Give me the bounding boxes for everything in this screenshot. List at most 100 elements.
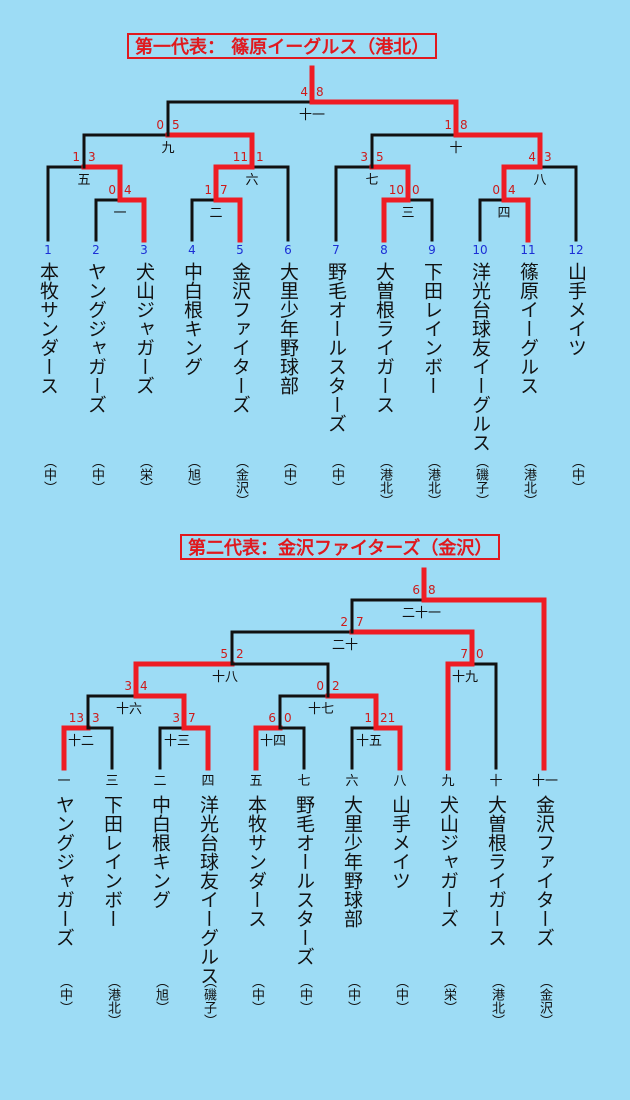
b2-score-right: 3 bbox=[92, 711, 100, 725]
b1-team-number: 8 bbox=[380, 243, 388, 257]
b2-team-slot: 八 bbox=[393, 774, 407, 789]
b2-team-location: （中） bbox=[249, 975, 264, 1014]
b2-score-left: 0 bbox=[316, 679, 324, 693]
b1-team-number: 10 bbox=[472, 243, 488, 257]
b2-team-name: 犬山ジャガーズ bbox=[437, 795, 459, 928]
b1-team-location: （港北） bbox=[521, 455, 536, 507]
b2-team-location: （中） bbox=[393, 975, 408, 1014]
b1-team-location: （金沢） bbox=[233, 455, 248, 507]
b1-team-name: 大曽根ライガース bbox=[373, 262, 395, 414]
b2-team-location: （港北） bbox=[489, 975, 504, 1027]
b1-team-number: 6 bbox=[284, 243, 292, 257]
b1-team-location: （中） bbox=[89, 455, 104, 494]
b1-match-label: 四 bbox=[497, 206, 511, 221]
b2-score-left: 2 bbox=[340, 615, 348, 629]
b2-team-name: 山手メイツ bbox=[389, 795, 411, 890]
b2-score-right: 4 bbox=[140, 679, 148, 693]
b2-score-right: 2 bbox=[332, 679, 340, 693]
b1-team-location: （中） bbox=[329, 455, 344, 494]
b1-score-right: 5 bbox=[172, 118, 180, 132]
b1-score-left: 0 bbox=[492, 183, 500, 197]
b1-team-number: 3 bbox=[140, 243, 148, 257]
b2-match-label: 十七 bbox=[307, 702, 334, 717]
b1-match-label: 三 bbox=[401, 206, 415, 221]
b1-score-right: 1 bbox=[256, 150, 264, 164]
b1-team-number: 4 bbox=[188, 243, 196, 257]
b1-score-left: 1 bbox=[72, 150, 80, 164]
b1-score-left: 3 bbox=[360, 150, 368, 164]
b1-team-number: 5 bbox=[236, 243, 244, 257]
b2-match-label: 十三 bbox=[163, 734, 190, 749]
bracket1-title: 第一代表： 篠原イーグルス（港北） bbox=[127, 33, 438, 59]
b2-score-right: 7 bbox=[356, 615, 364, 629]
bracket2-title: 第二代表：金沢ファイターズ（金沢） bbox=[180, 534, 501, 560]
b2-team-name: 中白根キング bbox=[149, 795, 171, 909]
b1-match-label: 五 bbox=[77, 173, 91, 188]
b1-team-name: 野毛オールスターズ bbox=[325, 262, 347, 433]
b1-team-name: 下田レインボー bbox=[421, 262, 443, 395]
b2-team-slot: 二 bbox=[153, 774, 167, 789]
b2-team-slot: 十一 bbox=[532, 774, 559, 789]
b2-match-label: 二十 bbox=[331, 638, 358, 653]
b2-team-location: （金沢） bbox=[537, 975, 552, 1027]
b2-team-location: （旭） bbox=[153, 975, 168, 1014]
b1-team-location: （中） bbox=[41, 455, 56, 494]
b2-score-right: 7 bbox=[188, 711, 196, 725]
b2-team-slot: 一 bbox=[57, 774, 71, 789]
b1-match-label: 十 bbox=[449, 141, 463, 156]
b2-team-name: 洋光台球友イーグルス bbox=[197, 795, 219, 985]
b1-match-label: 九 bbox=[161, 141, 175, 156]
b1-team-name: 金沢ファイターズ bbox=[229, 262, 251, 414]
b1-team-name: 洋光台球友イーグルス bbox=[469, 262, 491, 452]
b2-team-slot: 四 bbox=[201, 774, 215, 789]
b2-match-label: 二十一 bbox=[402, 606, 442, 621]
b1-score-left: 1 bbox=[204, 183, 212, 197]
b1-team-number: 7 bbox=[332, 243, 340, 257]
b1-score-right: 0 bbox=[412, 183, 420, 197]
b2-team-name: 本牧サンダース bbox=[245, 795, 267, 928]
b1-score-left: 0 bbox=[108, 183, 116, 197]
b1-team-name: 犬山ジャガーズ bbox=[133, 262, 155, 395]
b1-team-number: 2 bbox=[92, 243, 100, 257]
b1-score-right: 3 bbox=[544, 150, 552, 164]
b1-team-number: 12 bbox=[568, 243, 584, 257]
b2-match-label: 十四 bbox=[259, 734, 286, 749]
b1-team-location: （栄） bbox=[137, 455, 152, 494]
b1-score-right: 3 bbox=[88, 150, 96, 164]
b2-score-left: 1 bbox=[364, 711, 372, 725]
b2-score-right: 0 bbox=[284, 711, 292, 725]
b2-team-name: 大曽根ライガース bbox=[485, 795, 507, 947]
b2-team-slot: 六 bbox=[345, 774, 359, 789]
b2-score-left: 5 bbox=[220, 647, 228, 661]
b2-team-name: ヤングジャガーズ bbox=[53, 795, 75, 947]
b2-score-right: 21 bbox=[380, 711, 396, 725]
b2-team-name: 野毛オールスターズ bbox=[293, 795, 315, 966]
b2-team-location: （栄） bbox=[441, 975, 456, 1014]
b1-team-location: （港北） bbox=[425, 455, 440, 507]
b1-match-label: 十一 bbox=[298, 108, 325, 123]
b1-team-name: 山手メイツ bbox=[565, 262, 587, 357]
b2-team-slot: 九 bbox=[441, 774, 455, 789]
b2-score-left: 7 bbox=[460, 647, 468, 661]
b1-score-left: 4 bbox=[300, 85, 308, 99]
b2-team-slot: 三 bbox=[105, 774, 119, 789]
b2-score-left: 3 bbox=[172, 711, 180, 725]
b2-team-slot: 七 bbox=[297, 774, 311, 789]
b1-team-location: （旭） bbox=[185, 455, 200, 494]
b1-score-right: 8 bbox=[460, 118, 468, 132]
b1-score-right: 5 bbox=[376, 150, 384, 164]
b1-team-name: 大里少年野球部 bbox=[277, 262, 299, 395]
b1-score-left: 0 bbox=[156, 118, 164, 132]
b2-match-label: 十八 bbox=[211, 670, 238, 685]
b1-score-right: 7 bbox=[220, 183, 228, 197]
b2-team-name: 金沢ファイターズ bbox=[533, 795, 555, 947]
b1-match-label: 二 bbox=[209, 206, 223, 221]
b1-team-location: （港北） bbox=[377, 455, 392, 507]
b2-team-location: （中） bbox=[345, 975, 360, 1014]
b2-team-location: （港北） bbox=[105, 975, 120, 1027]
b1-team-name: 篠原イーグルス bbox=[517, 262, 539, 395]
b2-match-label: 十五 bbox=[355, 734, 382, 749]
b1-team-location: （磯子） bbox=[473, 455, 488, 507]
b1-score-left: 11 bbox=[232, 150, 248, 164]
